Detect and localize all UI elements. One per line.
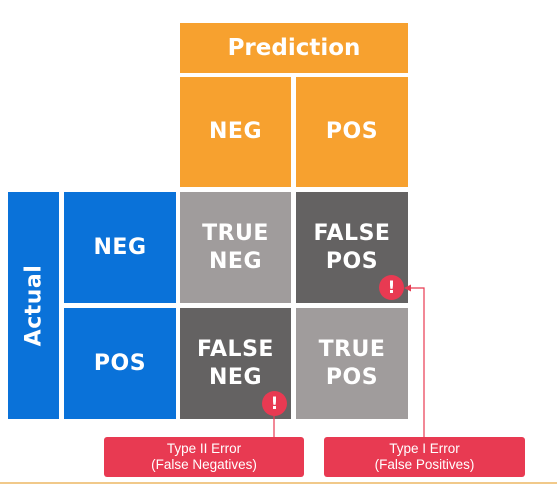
type2-error-subtitle: (False Negatives) (151, 457, 257, 472)
prediction-header-label: Prediction (227, 35, 361, 61)
actual-pos-cell: POS (64, 308, 176, 419)
bottom-divider (0, 482, 557, 484)
actual-neg-cell: NEG (64, 192, 176, 303)
false-positive-alert-icon: ! (379, 275, 404, 300)
prediction-header: Prediction (180, 23, 408, 73)
actual-pos-label: POS (93, 350, 147, 376)
false-positive-alert-glyph: ! (387, 277, 396, 298)
actual-header-label: Actual (21, 264, 47, 347)
false-positive-line1: FALSE (313, 220, 391, 246)
true-positive-cell: TRUE POS (296, 308, 408, 419)
pred-pos-cell: POS (296, 77, 408, 187)
type1-error-title: Type I Error (389, 441, 460, 456)
pred-neg-cell: NEG (180, 77, 291, 187)
type2-error-box: Type II Error (False Negatives) (104, 437, 304, 477)
type1-error-box: Type I Error (False Positives) (324, 437, 525, 477)
type2-error-title: Type II Error (166, 441, 242, 456)
type1-error-subtitle: (False Positives) (374, 457, 475, 472)
false-positive-cell: FALSE POS (296, 192, 408, 303)
actual-header: Actual (8, 192, 59, 419)
pred-neg-label: NEG (209, 119, 262, 144)
true-negative-cell: TRUE NEG (180, 192, 291, 303)
false-negative-line1: FALSE (197, 336, 274, 362)
false-negative-alert-glyph: ! (270, 393, 279, 414)
true-negative-line2: NEG (209, 248, 262, 274)
false-negative-line2: NEG (209, 364, 262, 390)
true-positive-line2: POS (325, 364, 379, 390)
true-positive-line1: TRUE (318, 336, 386, 362)
actual-neg-label: NEG (93, 234, 147, 260)
true-negative-line1: TRUE (202, 220, 269, 246)
pred-pos-label: POS (325, 119, 379, 144)
false-positive-line2: POS (325, 248, 379, 274)
false-negative-alert-icon: ! (262, 391, 287, 416)
